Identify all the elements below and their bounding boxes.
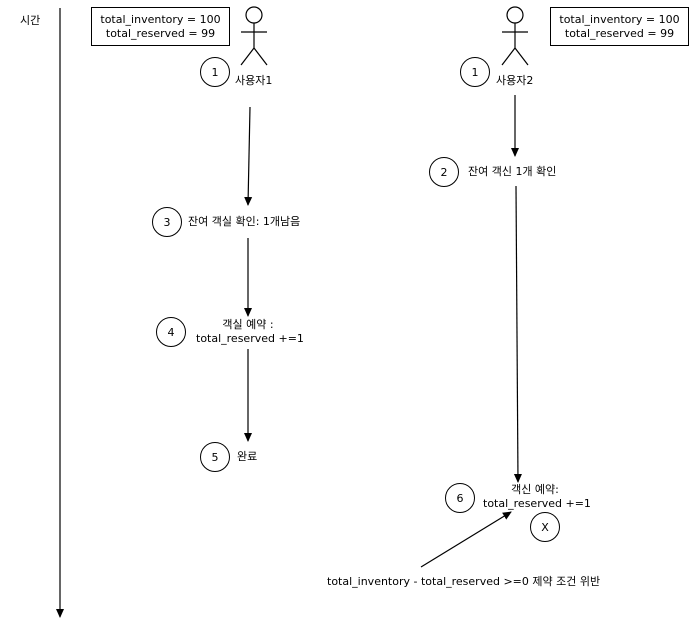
step1-user2-circle: 1 — [460, 57, 490, 87]
step4-label-line2: total_reserved +=1 — [196, 332, 304, 345]
step6-label-line2: total_reserved +=1 — [483, 497, 591, 510]
user1-state-box: total_inventory = 100 total_reserved = 9… — [91, 7, 230, 46]
constraint-violation-note: total_inventory - total_reserved >=0 제약 … — [327, 575, 601, 588]
user2-state-inventory: total_inventory = 100 — [559, 13, 680, 26]
user2-name: 사용자2 — [496, 74, 534, 87]
user1-arrow-to-step3 — [244, 106, 253, 206]
user1-state-reserved: total_reserved = 99 — [105, 27, 216, 40]
user1-actor-icon — [240, 6, 268, 66]
step2-label: 잔여 객신 1개 확인 — [468, 165, 557, 178]
step5-circle: 5 — [200, 442, 230, 472]
step4-circle: 4 — [156, 317, 186, 347]
user2-actor-icon — [501, 6, 529, 66]
time-axis-label: 시간 — [20, 14, 41, 27]
user2-arrow-to-step6 — [513, 185, 522, 483]
user1-name: 사용자1 — [235, 74, 273, 87]
user2-state-box: total_inventory = 100 total_reserved = 9… — [550, 7, 689, 46]
step4-label: 객실 예약 : total_reserved +=1 — [196, 318, 304, 346]
user2-state-reserved: total_reserved = 99 — [564, 27, 675, 40]
step2-circle: 2 — [429, 157, 459, 187]
step6-label-line1: 객신 예약: — [511, 483, 559, 496]
step5-label: 완료 — [237, 450, 258, 463]
user1-state-inventory: total_inventory = 100 — [100, 13, 221, 26]
failure-x-circle: X — [530, 512, 560, 542]
violation-arrow — [420, 511, 512, 568]
step3-circle: 3 — [152, 207, 182, 237]
step6-label: 객신 예약: total_reserved +=1 — [483, 483, 591, 511]
step3-label: 잔여 객실 확인: 1개남음 — [188, 215, 301, 228]
step4-label-line1: 객실 예약 : — [222, 318, 274, 331]
step6-circle: 6 — [445, 483, 475, 513]
step1-user1-circle: 1 — [200, 57, 230, 87]
